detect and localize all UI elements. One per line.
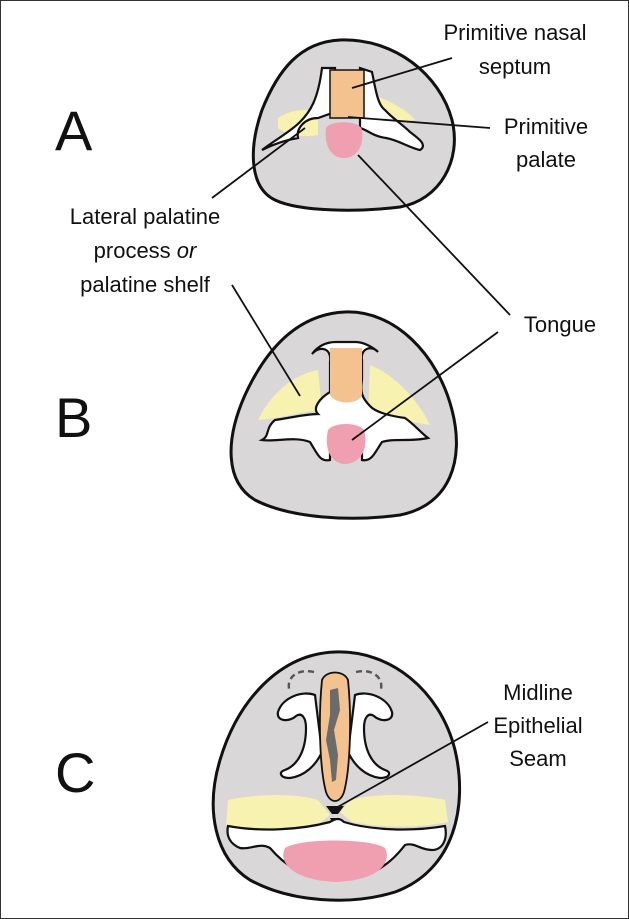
label-primitive-palate: Primitive palate	[504, 114, 588, 172]
panel-a-section	[253, 40, 490, 210]
panel-letter-a: A	[55, 99, 93, 162]
panel-b-nasal-septum	[330, 348, 362, 403]
label-primitive-nasal-septum: Primitive nasal septum	[443, 20, 586, 79]
label-midline-seam: Midline Epithelial Seam	[493, 680, 582, 771]
label-lateral-palatine-line2: process or	[94, 238, 198, 263]
panel-b-section	[231, 285, 498, 518]
label-primitive-nasal-septum-line2: septum	[479, 54, 551, 79]
label-midline-seam-line3: Seam	[509, 746, 566, 771]
label-lateral-palatine-line1: Lateral palatine	[70, 204, 220, 229]
label-lateral-palatine-process: process	[94, 238, 177, 263]
label-midline-seam-line2: Epithelial	[493, 713, 582, 738]
label-primitive-nasal-septum-line1: Primitive nasal	[443, 20, 586, 45]
label-lateral-palatine-line3: palatine shelf	[80, 272, 211, 297]
label-primitive-palate-line2: palate	[516, 147, 576, 172]
panel-letter-c: C	[55, 741, 95, 804]
panel-letter-b: B	[55, 386, 92, 449]
label-lateral-palatine-or: or	[177, 238, 198, 263]
label-primitive-palate-line1: Primitive	[504, 114, 588, 139]
label-tongue: Tongue	[524, 312, 596, 337]
label-midline-seam-line1: Midline	[503, 680, 573, 705]
panel-c-section	[213, 652, 488, 900]
panel-a-nasal-septum	[330, 70, 364, 118]
label-lateral-palatine: Lateral palatine process or palatine she…	[70, 204, 220, 297]
